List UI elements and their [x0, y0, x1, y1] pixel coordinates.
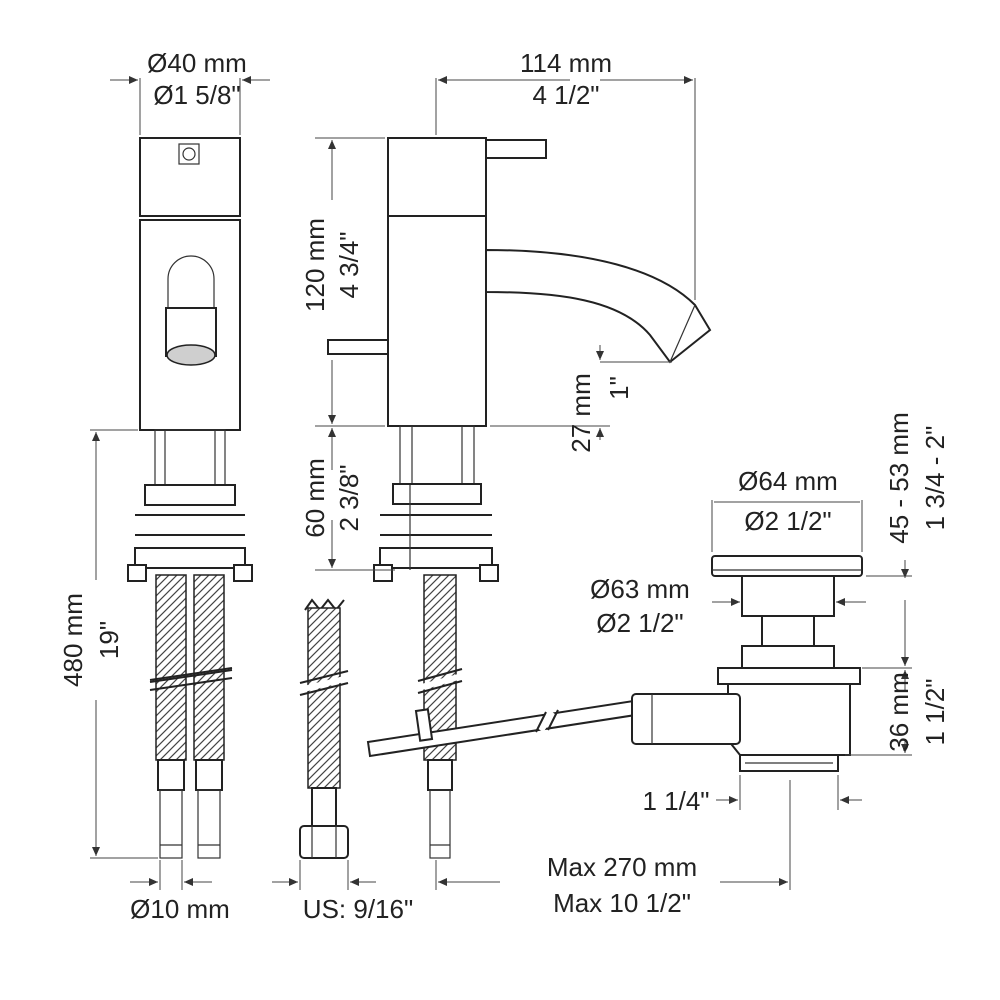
label-waste-range-in: 1 3/4 - 2"	[920, 426, 950, 531]
label-base-in: 2 3/8"	[334, 464, 364, 531]
label-height-in: 4 3/4"	[334, 231, 364, 298]
standalone-hose	[299, 598, 349, 859]
label-height-mm: 120 mm	[300, 218, 330, 312]
side-body	[387, 215, 487, 427]
pop-up-waste	[631, 555, 863, 772]
label-pipe-diameter: Ø10 mm	[130, 894, 230, 924]
waste-body	[727, 683, 851, 756]
label-waste-top-mm: Ø64 mm	[738, 466, 838, 496]
side-view	[327, 137, 712, 859]
label-hose-in: 19"	[94, 621, 124, 659]
label-reach-in: 4 1/2"	[532, 80, 599, 110]
pull-rod	[366, 698, 644, 758]
hex-socket-icon	[178, 143, 200, 165]
front-handle-cap	[139, 137, 241, 217]
label-top-diameter-mm: Ø40 mm	[147, 48, 247, 78]
label-outlet-in: 1 1/4"	[642, 786, 709, 816]
front-nut	[134, 547, 246, 569]
side-handle-cap	[387, 137, 487, 217]
label-thread-us: US: 9/16"	[303, 894, 413, 924]
label-waste-lower-mm: 36 mm	[884, 672, 914, 751]
label-waste-top-in: Ø2 1/2"	[744, 506, 831, 536]
label-hose-mm: 480 mm	[58, 593, 88, 687]
label-waste-body-mm: Ø63 mm	[590, 574, 690, 604]
hose-right	[193, 574, 225, 761]
label-rod-max-mm: Max 270 mm	[547, 852, 697, 882]
label-reach-mm: 114 mm	[520, 48, 612, 78]
label-waste-lower-in: 1 1/2"	[920, 678, 950, 745]
front-view	[127, 137, 253, 859]
side-lever	[485, 139, 547, 159]
hex-nut-icon	[299, 825, 349, 859]
side-spout	[485, 248, 712, 364]
label-base-mm: 60 mm	[300, 458, 330, 537]
aerator-mesh	[166, 344, 216, 366]
label-top-diameter-in: Ø1 5/8"	[153, 80, 240, 110]
waste-cap	[711, 555, 863, 577]
waste-linkage	[631, 693, 741, 745]
hose-left	[155, 574, 187, 761]
side-pop-up-rod	[327, 339, 389, 355]
label-waste-body-in: Ø2 1/2"	[596, 608, 683, 638]
dimension-lines	[90, 76, 912, 890]
label-spout-in: 1"	[604, 376, 634, 400]
front-flange	[144, 484, 236, 506]
label-spout-mm: 27 mm	[566, 373, 596, 452]
label-waste-range-mm: 45 - 53 mm	[884, 412, 914, 544]
dimension-labels: Ø40 mm Ø1 5/8" 114 mm 4 1/2" 120 mm 4 3/…	[58, 48, 950, 924]
label-rod-max-in: Max 10 1/2"	[553, 888, 691, 918]
